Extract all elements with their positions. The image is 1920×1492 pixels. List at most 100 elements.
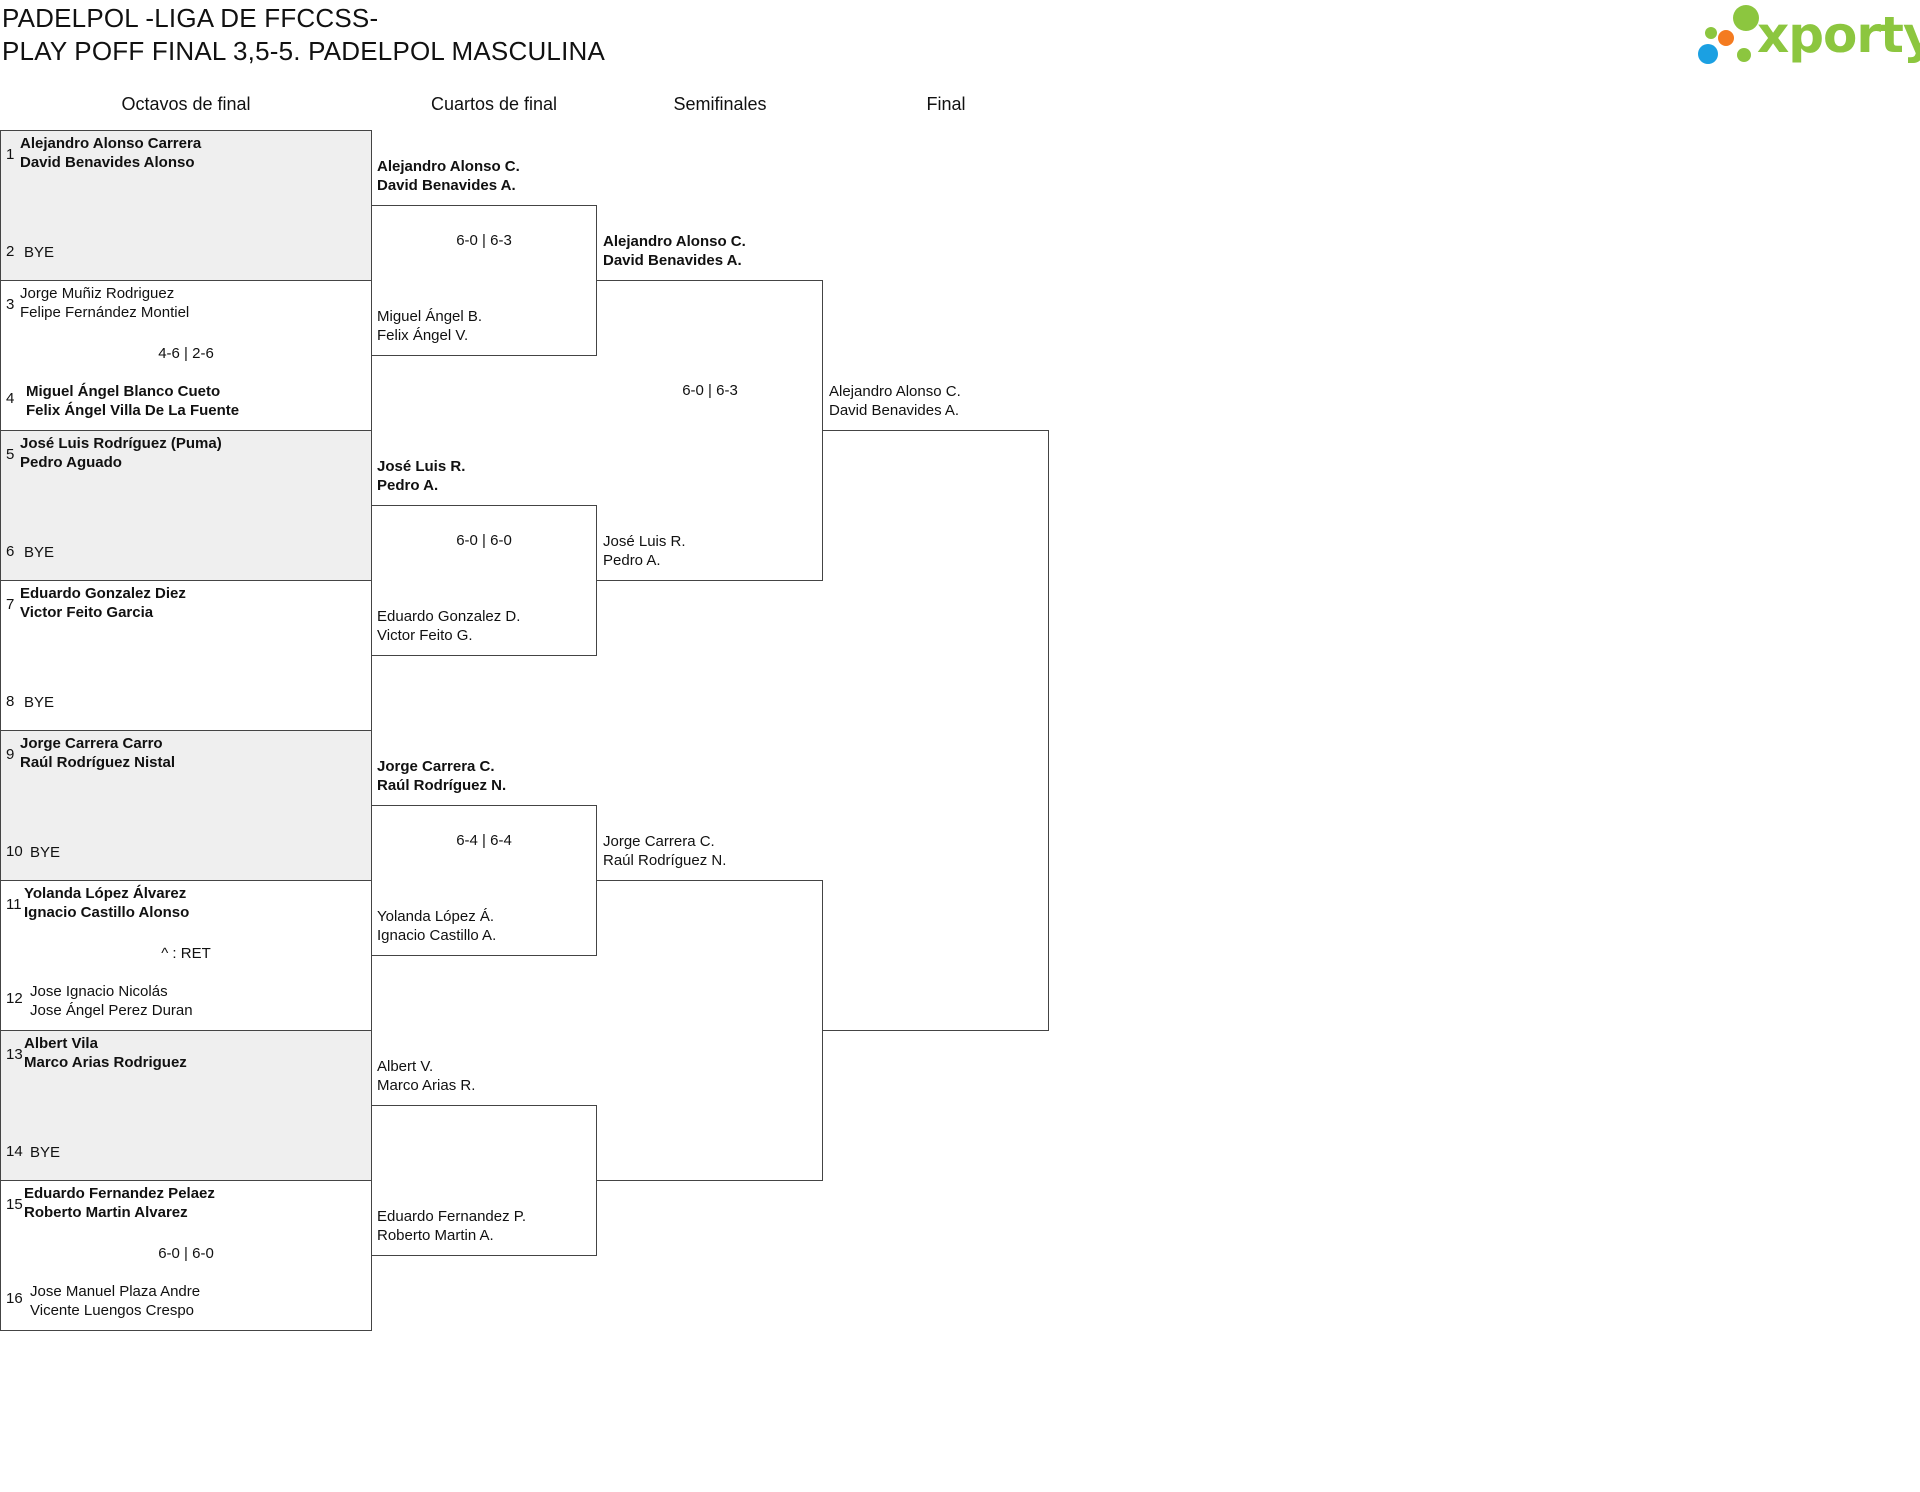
seed-number: 15	[6, 1196, 23, 1213]
player-name: David Benavides A.	[377, 177, 516, 194]
logo-dot-green	[1733, 5, 1759, 31]
match-score: 6-0 | 6-0	[158, 1245, 214, 1262]
logo-dot-orange	[1718, 30, 1734, 46]
player-name: José Luis Rodríguez (Puma)	[20, 435, 222, 452]
seed-number: 14	[6, 1143, 23, 1160]
round-header-3: Semifinales	[673, 94, 767, 114]
team-bottom: Miguel Ángel B. Felix Ángel V.	[377, 307, 482, 345]
bracket-connector-final	[823, 430, 1049, 1031]
match-box-octavos[interactable]	[0, 730, 372, 881]
logo-dot-green-small	[1705, 27, 1717, 39]
team-bottom: Yolanda López Á. Ignacio Castillo A.	[377, 907, 496, 945]
player-name: Marco Arias R.	[377, 1077, 476, 1094]
player-name: Jose Ignacio Nicolás	[30, 983, 168, 1000]
team-top: Alejandro Alonso C. David Benavides A.	[829, 382, 961, 420]
match-box-octavos[interactable]	[0, 130, 372, 281]
player-name: Roberto Martin A.	[377, 1227, 494, 1244]
round-header-4: Final	[926, 94, 966, 114]
match-box-octavos[interactable]	[0, 430, 372, 581]
team-top: José Luis R. Pedro A.	[377, 457, 465, 495]
player-name: Raúl Rodríguez Nistal	[20, 754, 176, 771]
player-name: BYE	[24, 544, 55, 561]
player-name: Eduardo Fernandez P.	[377, 1208, 526, 1225]
seed-number: 10	[6, 843, 23, 860]
player-name: Jose Ángel Perez Duran	[30, 1002, 193, 1019]
team-bottom: BYE	[24, 543, 54, 562]
player-name: David Benavides A.	[829, 402, 960, 419]
player-name: BYE	[30, 1144, 61, 1161]
team-bottom: BYE	[24, 693, 54, 712]
seed-number: 2	[6, 243, 15, 260]
team-bottom: BYE	[30, 1143, 60, 1162]
team-bottom: José Luis R. Pedro A.	[603, 532, 686, 570]
team-bottom: BYE	[24, 243, 54, 262]
player-name: Albert V.	[377, 1058, 434, 1075]
seed-number: 9	[6, 746, 15, 763]
player-name: Felix Ángel Villa De La Fuente	[26, 402, 240, 419]
player-name: Yolanda López Álvarez	[24, 885, 187, 902]
player-name: Pedro A.	[603, 552, 661, 569]
match-score: ^ : RET	[161, 945, 211, 962]
player-name: Yolanda López Á.	[377, 908, 495, 925]
player-name: Felipe Fernández Montiel	[20, 304, 190, 321]
player-name: BYE	[30, 844, 61, 861]
player-name: Jorge Carrera C.	[377, 758, 495, 775]
player-name: Alejandro Alonso Carrera	[20, 135, 202, 152]
seed-number: 6	[6, 543, 15, 560]
player-name: Ignacio Castillo A.	[377, 927, 497, 944]
player-name: Victor Feito Garcia	[20, 604, 154, 621]
player-name: Alejandro Alonso C.	[829, 383, 961, 400]
player-name: Victor Feito G.	[377, 627, 473, 644]
player-name: Pedro Aguado	[20, 454, 122, 471]
player-name: Ignacio Castillo Alonso	[24, 904, 190, 921]
player-name: Jorge Muñiz Rodriguez	[20, 285, 175, 302]
player-name: José Luis R.	[603, 533, 686, 550]
player-name: Pedro A.	[377, 477, 439, 494]
player-name: Albert Vila	[24, 1035, 98, 1052]
player-name: Alejandro Alonso C.	[377, 158, 520, 175]
seed-number: 3	[6, 296, 15, 313]
seed-number: 13	[6, 1046, 23, 1063]
team-top: Jorge Carrera C.Raúl Rodríguez N.	[603, 832, 726, 870]
bracket-connector-cuartos	[371, 205, 597, 356]
bracket-connector-cuartos	[371, 505, 597, 656]
seed-number: 12	[6, 990, 23, 1007]
player-name: Vicente Luengos Crespo	[30, 1302, 195, 1319]
team-bottom: Eduardo Gonzalez D.Victor Feito G.	[377, 607, 520, 645]
player-name: Miguel Ángel B.	[377, 308, 483, 325]
team-top: Alejandro Alonso C.David Benavides A.	[603, 232, 746, 270]
player-name: Alejandro Alonso C.	[603, 233, 746, 250]
logo-text: xporty	[1757, 6, 1920, 64]
player-name: Raúl Rodríguez N.	[603, 852, 727, 869]
player-name: Raúl Rodríguez N.	[377, 777, 507, 794]
bracket-connector-cuartos	[371, 1105, 597, 1256]
player-name: Miguel Ángel Blanco Cueto	[26, 383, 221, 400]
seed-number: 1	[6, 146, 15, 163]
player-name: BYE	[24, 244, 55, 261]
match-score: 4-6 | 2-6	[158, 345, 214, 362]
seed-number: 16	[6, 1290, 23, 1307]
team-top: Albert V. Marco Arias R.	[377, 1057, 475, 1095]
bracket-connector-semis	[597, 280, 823, 581]
xporty-logo[interactable]: xporty	[1695, 0, 1920, 70]
player-name: Roberto Martin Alvarez	[24, 1204, 188, 1221]
team-bottom: Eduardo Fernandez P. Roberto Martin A.	[377, 1207, 526, 1245]
match-score: 6-0 | 6-3	[456, 232, 512, 249]
logo-dot-blue	[1698, 44, 1718, 64]
player-name: Felix Ángel V.	[377, 327, 469, 344]
match-score: 6-4 | 6-4	[456, 832, 512, 849]
match-box-octavos[interactable]	[0, 1030, 372, 1181]
match-score: 6-0 | 6-3	[682, 382, 738, 399]
team-top: Alejandro Alonso C. David Benavides A.	[377, 157, 520, 195]
player-name: José Luis R.	[377, 458, 466, 475]
player-name: Jose Manuel Plaza Andre	[30, 1283, 201, 1300]
player-name: David Benavides Alonso	[20, 154, 195, 171]
